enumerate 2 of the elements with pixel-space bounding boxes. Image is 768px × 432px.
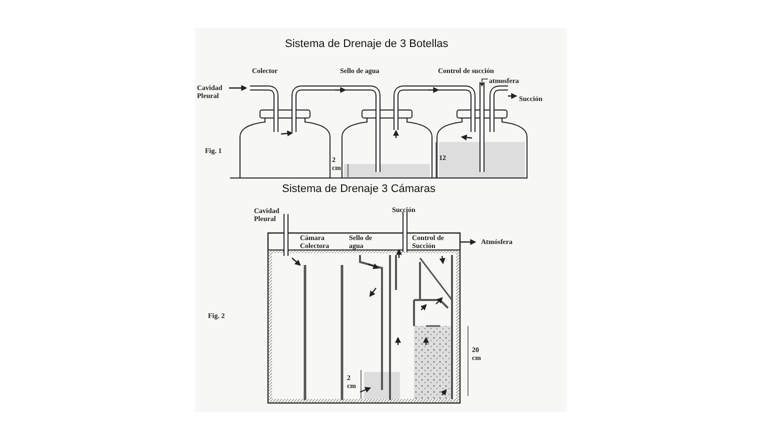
figure-title: Sistema de Drenaje de 3 Botellas	[285, 38, 448, 51]
figure-title: Sistema de Drenaje 3 Cámaras	[282, 183, 436, 196]
